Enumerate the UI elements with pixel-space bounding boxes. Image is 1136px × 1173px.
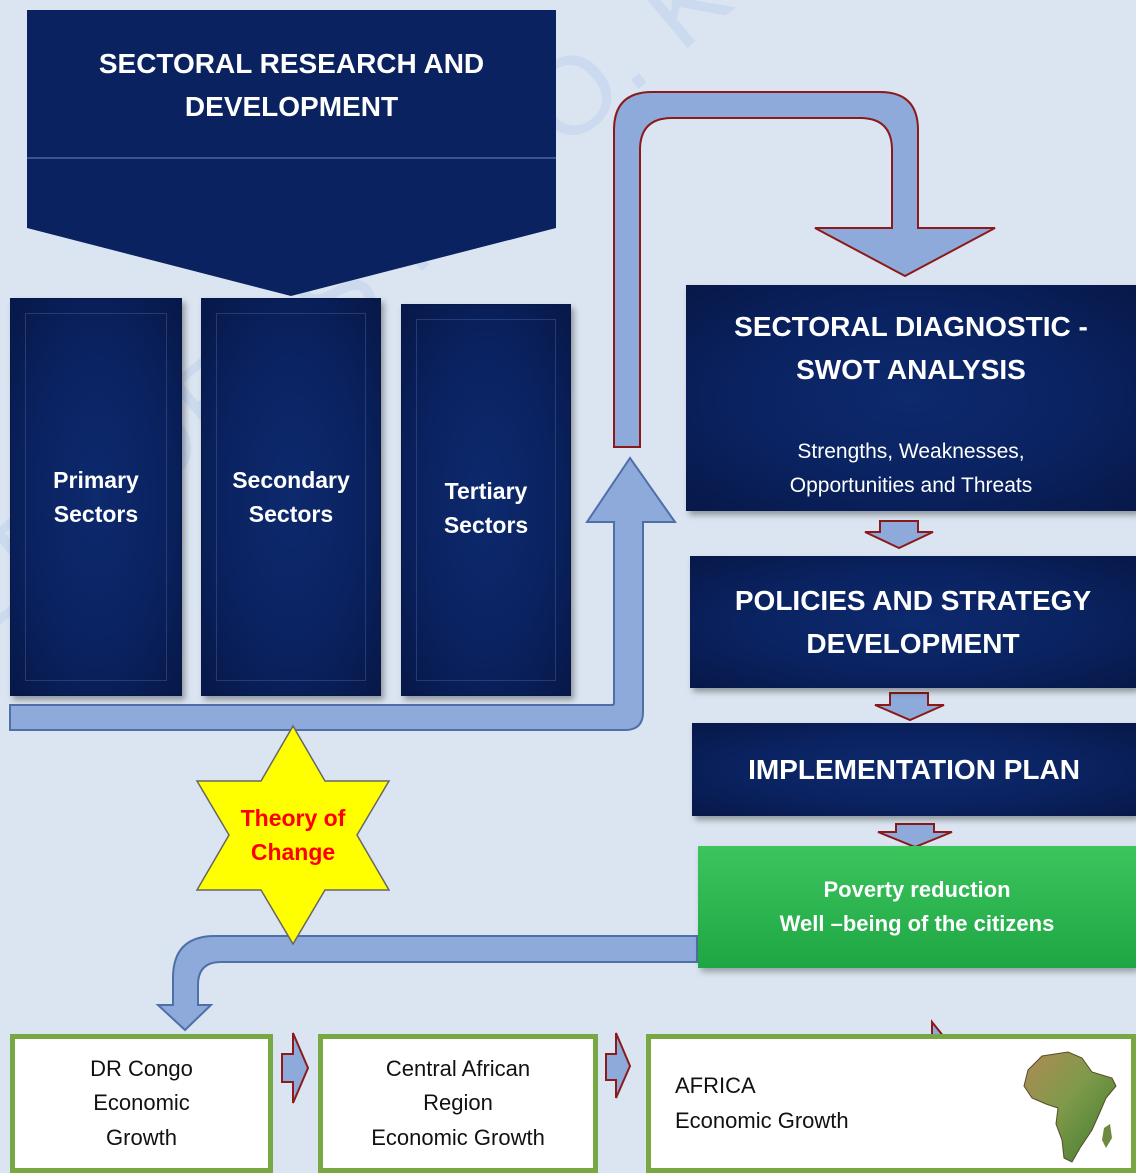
growth-label: AFRICA Economic Growth	[675, 1073, 849, 1133]
growth-dr-congo: DR Congo Economic Growth	[10, 1034, 273, 1173]
africa-map-icon	[1023, 1051, 1117, 1163]
down-arrow-3	[877, 823, 953, 849]
swot-title: SECTORAL DIAGNOSTIC - SWOT ANALYSIS	[734, 310, 1088, 385]
outcome-box: Poverty reduction Well –being of the cit…	[698, 846, 1136, 968]
growth-central-africa: Central African Region Economic Growth	[318, 1034, 598, 1173]
sector-tertiary: Tertiary Sectors	[401, 304, 571, 696]
outcome-to-growth-arrow	[155, 935, 698, 1032]
right-arrow-2	[605, 1032, 632, 1099]
sectors-to-swot-arrow	[9, 456, 677, 731]
header-chevron-shape	[27, 10, 556, 296]
growth-label: DR Congo Economic Growth	[90, 1056, 193, 1150]
implementation-box: IMPLEMENTATION PLAN	[692, 723, 1136, 816]
right-arrow-1	[281, 1032, 310, 1104]
policies-box: POLICIES AND STRATEGY DEVELOPMENT	[690, 556, 1136, 688]
swot-box: SECTORAL DIAGNOSTIC - SWOT ANALYSIS Stre…	[686, 285, 1136, 511]
down-arrow-1	[864, 520, 934, 550]
down-arrow-2	[874, 692, 945, 722]
star-icon	[195, 724, 391, 946]
arc-arrow	[613, 91, 996, 448]
header-title: SECTORAL RESEARCH AND DEVELOPMENT	[98, 47, 485, 122]
swot-subtitle: Strengths, Weaknesses, Opportunities and…	[789, 440, 1033, 497]
sector-primary: Primary Sectors	[10, 298, 182, 696]
growth-label: Central African Region Economic Growth	[371, 1056, 545, 1150]
sector-label: Tertiary Sectors	[443, 477, 529, 539]
theory-of-change-label: Theory of Change	[240, 804, 346, 866]
sector-secondary: Secondary Sectors	[201, 298, 381, 696]
